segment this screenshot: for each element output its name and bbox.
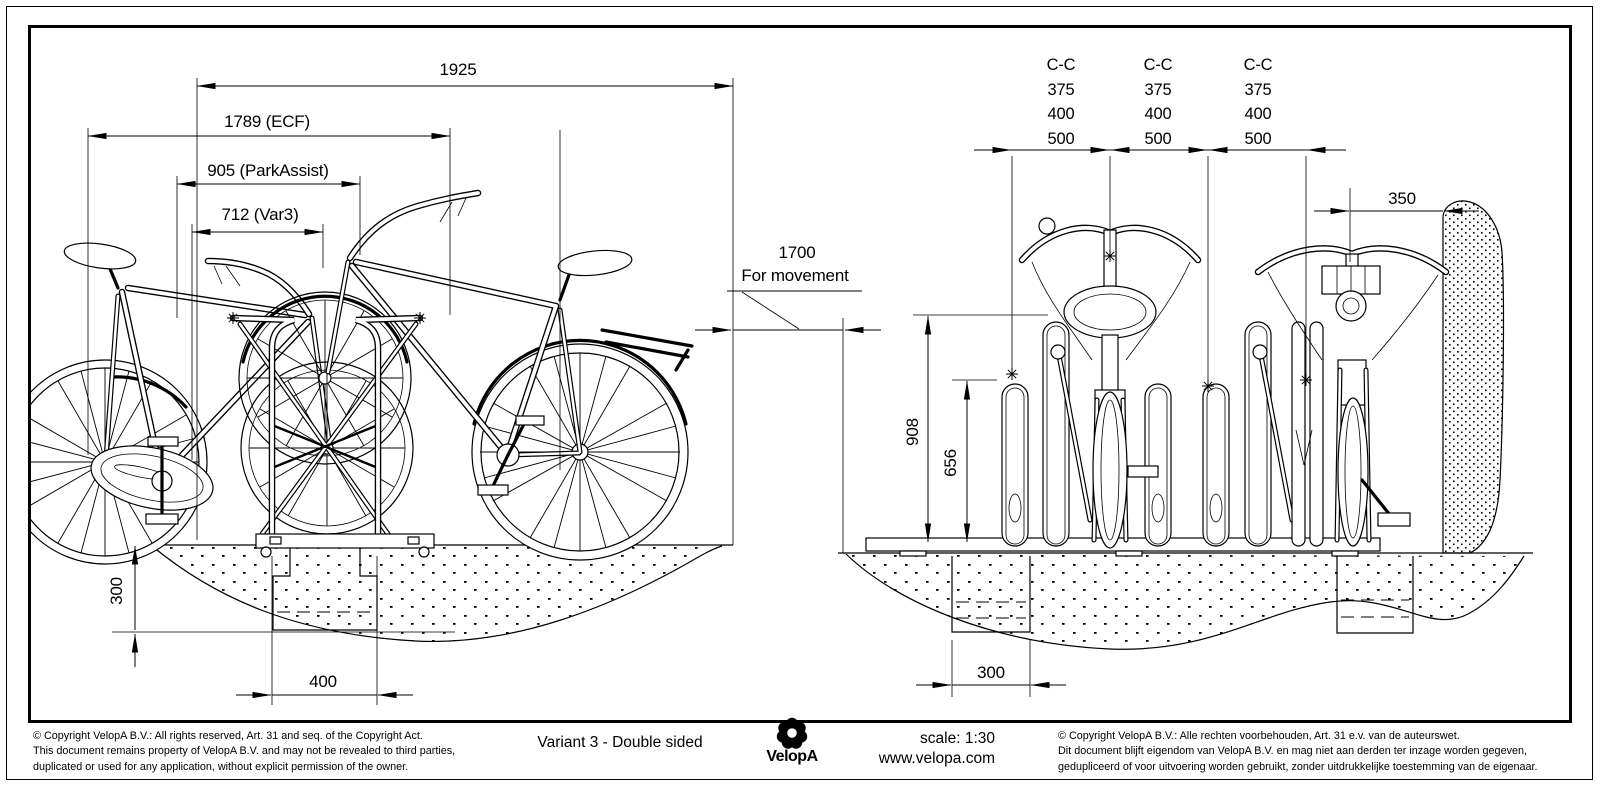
rack-post-pair: [1291, 321, 1324, 547]
cc-value: 375: [1244, 80, 1272, 99]
dim-wall-clearance-label: 350: [1388, 189, 1416, 208]
copyright-dutch: © Copyright VelopA B.V.: Alle rechten vo…: [1058, 729, 1538, 775]
cc-value: 375: [1144, 80, 1172, 99]
wall-section: [1442, 200, 1505, 554]
cc-value: 400: [1047, 105, 1075, 123]
copyright-line: © Copyright VelopA B.V.: Alle rechten vo…: [1058, 730, 1460, 742]
cc-value: 500: [1047, 129, 1075, 148]
dim-footing-width-label: 400: [309, 672, 337, 691]
dimension-linework: [87, 78, 1479, 705]
rack-post-low: [1001, 383, 1029, 547]
sheet-outer-border: [6, 6, 1593, 780]
dim-movement-value-label: 1700: [778, 243, 816, 262]
side-view: [31, 189, 733, 643]
dim-ecf-label: 1789 (ECF): [224, 112, 310, 131]
side-bike-high: [238, 189, 694, 561]
rack-post-tall: [1042, 321, 1093, 547]
side-bike-low: [31, 242, 332, 565]
dim-movement-text-label: For movement: [741, 266, 849, 285]
rack-post-low: [1202, 383, 1230, 547]
cc-spacing-column-1: C-C 375 400 500: [1047, 53, 1076, 151]
cc-value: 500: [1244, 129, 1272, 148]
cc-value: 375: [1047, 80, 1075, 99]
front-footing-left: [951, 556, 1031, 633]
brand-wordmark: VelopA: [766, 748, 818, 765]
cc-value: 500: [1144, 129, 1172, 148]
copyright-line: Dit document blijft eigendom van VelopA …: [1058, 745, 1527, 758]
front-bike-high: [1018, 217, 1202, 549]
dim-var3-label: 712 (Var3): [221, 205, 299, 224]
copyright-english: © Copyright VelopA B.V.: All rights rese…: [33, 729, 455, 775]
front-view: [838, 200, 1533, 650]
cc-spacing-column-3: C-C 375 400 500: [1244, 53, 1273, 151]
velopa-flower-logo-icon: [772, 716, 812, 755]
dim-high-post-label: 908: [903, 418, 922, 446]
front-ground-hatch: [838, 552, 1533, 650]
front-rack: [865, 321, 1381, 557]
cc-header: C-C: [1046, 56, 1076, 74]
dim-low-post-label: 656: [941, 449, 960, 477]
front-bike-low: [1254, 245, 1450, 547]
dim-total-width-label: 1925: [439, 60, 477, 79]
rack-post-tall: [1244, 321, 1295, 547]
cc-header: C-C: [1143, 56, 1173, 74]
website-label: www.velopa.com: [878, 750, 995, 767]
copyright-line: gedupliceerd of voor uitvoering worden g…: [1058, 760, 1538, 773]
dim-front-footing-label: 300: [977, 663, 1005, 682]
front-footing-right: [1336, 556, 1414, 634]
scale-label: scale: 1:30: [920, 730, 995, 747]
cc-value: 400: [1144, 105, 1172, 123]
cc-header: C-C: [1243, 56, 1273, 74]
side-rack: [229, 314, 435, 558]
side-ground-hatch: [103, 544, 733, 643]
drawing-frame: [28, 25, 1572, 723]
front-wheel-high: [238, 291, 412, 465]
rack-post-low: [1144, 383, 1172, 547]
copyright-line: This document remains property of VelopA…: [33, 745, 456, 758]
side-footing: [272, 546, 378, 631]
variant-title: Variant 3 - Double sided: [537, 734, 703, 751]
copyright-line: © Copyright VelopA B.V.: All rights rese…: [33, 730, 423, 742]
scale-block: scale: 1:30 www.velopa.com: [845, 729, 995, 769]
dim-foundation-depth-label: 300: [107, 577, 126, 605]
copyright-line: duplicated or used for any application, …: [33, 760, 409, 773]
cc-value: 400: [1244, 105, 1272, 123]
dim-parkassist-label: 905 (ParkAssist): [207, 161, 329, 180]
cc-spacing-column-2: C-C 375 400 500: [1144, 53, 1173, 151]
